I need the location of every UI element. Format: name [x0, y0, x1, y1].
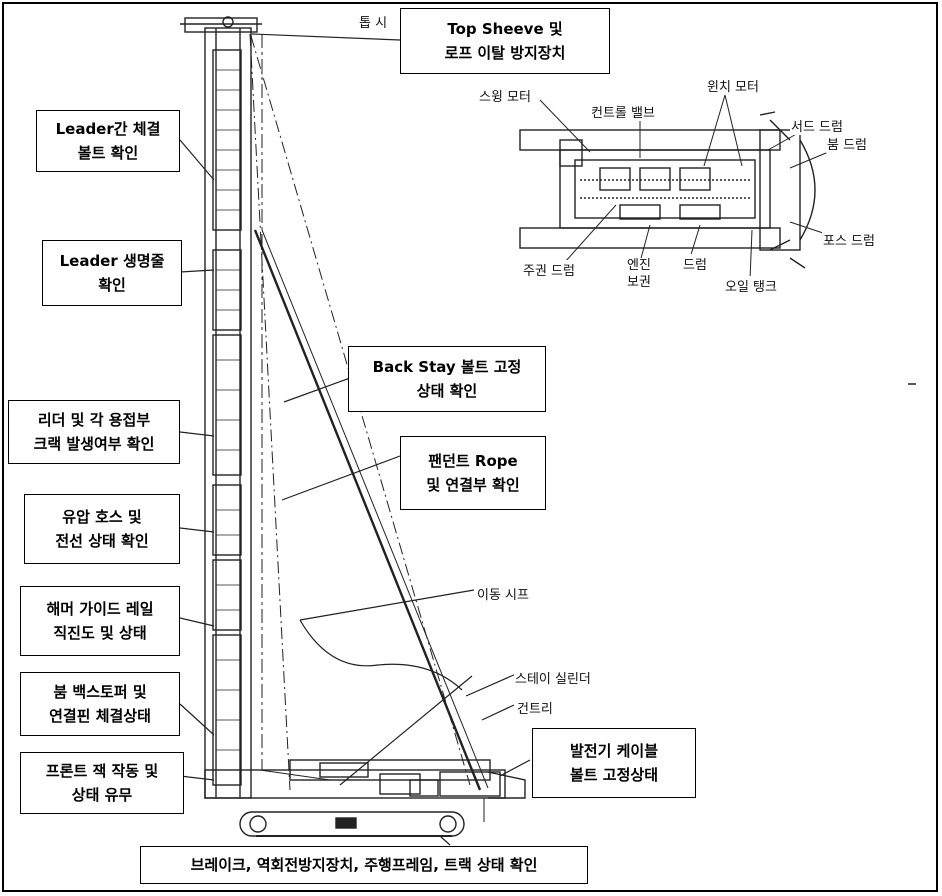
callout-leader-bolt-line2: 볼트 확인 — [77, 144, 139, 162]
callout-front-jack: 프론트 잭 작동 및 상태 유무 — [20, 752, 184, 814]
callout-leader-bolt: Leader간 체결 볼트 확인 — [36, 110, 180, 172]
label-control-valve: 컨트롤 밸브 — [590, 102, 656, 121]
callout-hammer-guide-line2: 직진도 및 상태 — [53, 624, 147, 642]
label-drum: 드럼 — [682, 254, 708, 273]
callout-weld-crack: 리더 및 각 용접부 크랙 발생여부 확인 — [8, 400, 180, 464]
label-boom-drum: 붐 드럼 — [826, 134, 869, 153]
label-third-drum: 서드 드럼 — [790, 116, 844, 135]
callout-front-jack-line1: 프론트 잭 작동 및 — [45, 762, 159, 780]
callout-leader-lifeline: Leader 생명줄 확인 — [42, 240, 182, 306]
crawler-track — [239, 811, 465, 837]
label-top: 톱 시 — [358, 12, 389, 31]
base-machine — [204, 759, 526, 799]
callout-back-stay-line1: Back Stay 볼트 고정 — [372, 358, 522, 376]
callout-hammer-guide: 해머 가이드 레일 직진도 및 상태 — [20, 586, 180, 656]
callout-pendant-rope: 팬던트 Rope 및 연결부 확인 — [400, 436, 546, 510]
callout-generator-cable-line2: 볼트 고정상태 — [569, 766, 659, 784]
callout-bottom-checks-text: 브레이크, 역회전방지장치, 주행프레임, 트랙 상태 확인 — [190, 856, 538, 874]
callout-boom-backstopper: 붐 백스토퍼 및 연결핀 체결상태 — [20, 672, 180, 736]
callout-boom-backstopper-line1: 붐 백스토퍼 및 — [53, 683, 147, 701]
label-swing-motor: 스윙 모터 — [478, 86, 532, 105]
callout-front-jack-line2: 상태 유무 — [71, 786, 133, 804]
callout-hydraulic-hose: 유압 호스 및 전선 상태 확인 — [24, 494, 180, 564]
callout-back-stay: Back Stay 볼트 고정 상태 확인 — [348, 346, 546, 412]
callout-pendant-rope-line2: 및 연결부 확인 — [426, 476, 520, 494]
back-stay — [249, 33, 489, 791]
label-oil-tank: 오일 탱크 — [724, 276, 778, 295]
callout-back-stay-line2: 상태 확인 — [416, 382, 478, 400]
callout-hydraulic-hose-line1: 유압 호스 및 — [62, 508, 142, 526]
callout-leader-bolt-line1: Leader간 체결 — [55, 120, 161, 138]
label-engine-aux: 엔진 보권 — [626, 258, 652, 292]
leader-mast — [180, 16, 262, 799]
callout-hydraulic-hose-line2: 전선 상태 확인 — [55, 532, 149, 550]
callout-top-sheeve: Top Sheeve 및 로프 이탈 방지장치 — [400, 8, 610, 74]
callout-generator-cable: 발전기 케이블 볼트 고정상태 — [532, 728, 696, 798]
callout-pendant-rope-line1: 팬던트 Rope — [428, 452, 518, 470]
callout-weld-crack-line2: 크랙 발생여부 확인 — [33, 435, 155, 453]
label-gantry: 건트리 — [516, 698, 554, 717]
plan-view — [519, 111, 816, 269]
callout-bottom-checks: 브레이크, 역회전방지장치, 주행프레임, 트랙 상태 확인 — [140, 846, 588, 884]
callout-boom-backstopper-line2: 연결핀 체결상태 — [49, 707, 151, 725]
label-main-drum: 주권 드럼 — [522, 260, 576, 279]
label-stay-cylinder: 스테이 실린더 — [514, 668, 592, 687]
callout-generator-cable-line1: 발전기 케이블 — [569, 742, 659, 760]
label-winch-motor: 윈치 모터 — [706, 76, 760, 95]
callout-hammer-guide-line1: 해머 가이드 레일 — [46, 600, 154, 618]
callout-leader-lifeline-line1: Leader 생명줄 — [59, 252, 165, 270]
callout-top-sheeve-line2: 로프 이탈 방지장치 — [444, 44, 566, 62]
label-force-drum: 포스 드럼 — [822, 230, 876, 249]
label-moving-sheave: 이동 시프 — [476, 584, 530, 603]
callout-top-sheeve-line1: Top Sheeve 및 — [447, 20, 563, 38]
callout-weld-crack-line1: 리더 및 각 용접부 — [37, 411, 151, 429]
callout-leader-lifeline-line2: 확인 — [98, 276, 126, 294]
